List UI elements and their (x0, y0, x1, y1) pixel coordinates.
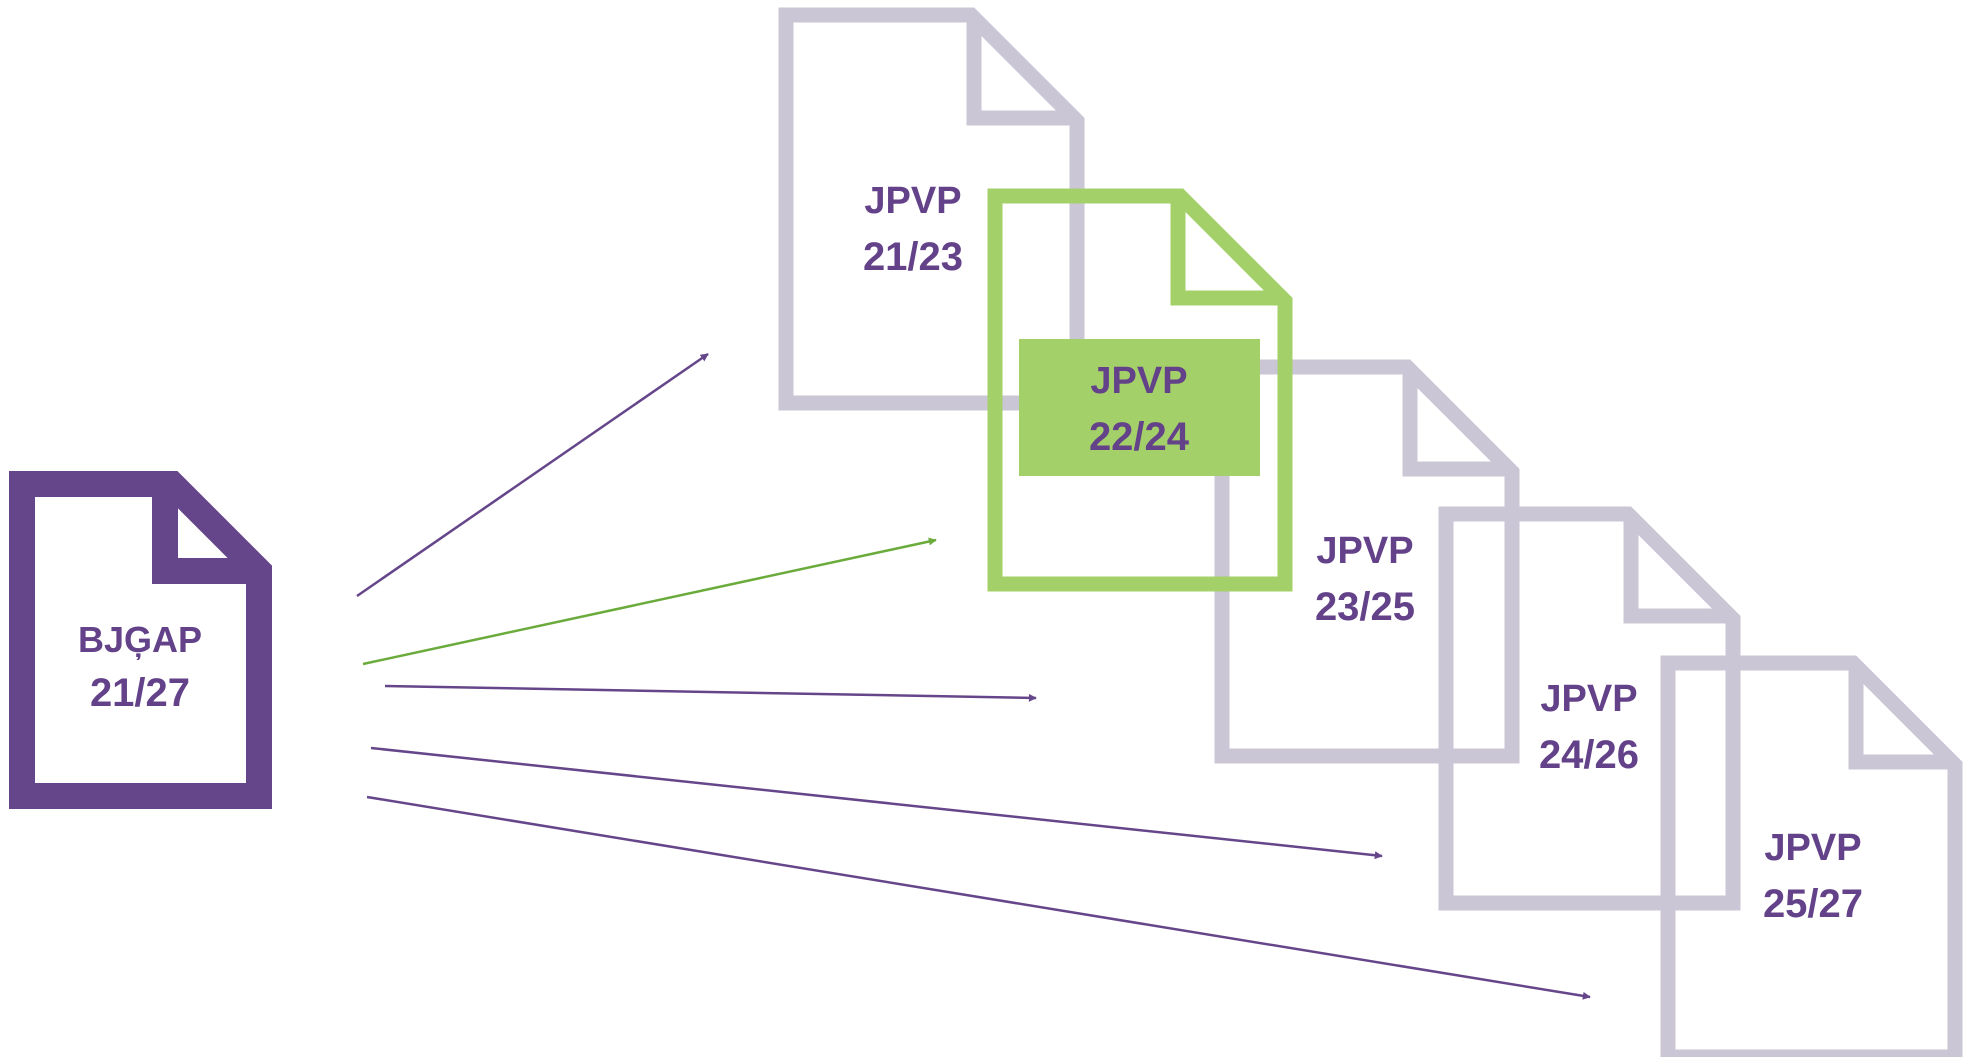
arrow-to-22-24 (362, 537, 937, 666)
document-icon (1438, 506, 1741, 911)
document-icon (9, 471, 272, 809)
document-fold-icon (1170, 199, 1282, 306)
document-icon (987, 188, 1293, 592)
document-icon (778, 7, 1085, 411)
doc-line1: JPVP (1764, 827, 1861, 869)
document-fold-icon (1848, 666, 1952, 770)
document-jpvp-21-23: JPVP 21/23 (778, 7, 1085, 411)
doc-line1: JPVP (864, 180, 961, 222)
arrow-to-23-25 (384, 684, 1037, 702)
arrows-group (356, 352, 1591, 1000)
doc-line1: JPVP (1316, 530, 1413, 572)
document-jpvp-25-27: JPVP 25/27 (1660, 655, 1963, 1057)
doc-line2: 23/25 (1315, 585, 1415, 629)
doc-line2: 24/26 (1539, 733, 1639, 777)
document-fold-icon (1402, 370, 1509, 477)
document-fold-icon (966, 18, 1074, 126)
document-fold-icon (1623, 517, 1730, 624)
document-icon (1214, 359, 1520, 764)
document-icon (1660, 655, 1963, 1057)
doc-line2: 25/27 (1763, 882, 1863, 926)
arrow-to-21-23 (356, 352, 709, 598)
document-fold-icon (152, 490, 246, 584)
doc-line1: JPVP (1090, 360, 1187, 402)
doc-line2: 22/24 (1089, 415, 1190, 459)
doc-line1: JPVP (1540, 678, 1637, 720)
arrow-to-24-26 (370, 746, 1383, 860)
highlight-label-box (1019, 339, 1260, 476)
source-doc-line1: BJĢAP (78, 619, 202, 660)
arrow-to-25-27 (366, 795, 1591, 1000)
source-document: BJĢAP 21/27 (9, 471, 272, 809)
doc-line2: 21/23 (863, 235, 963, 279)
document-jpvp-24-26: JPVP 24/26 (1438, 506, 1741, 911)
source-doc-line2: 21/27 (90, 671, 190, 715)
document-jpvp-22-24-highlighted: JPVP 22/24 (987, 188, 1293, 592)
document-jpvp-23-25: JPVP 23/25 (1214, 359, 1520, 764)
